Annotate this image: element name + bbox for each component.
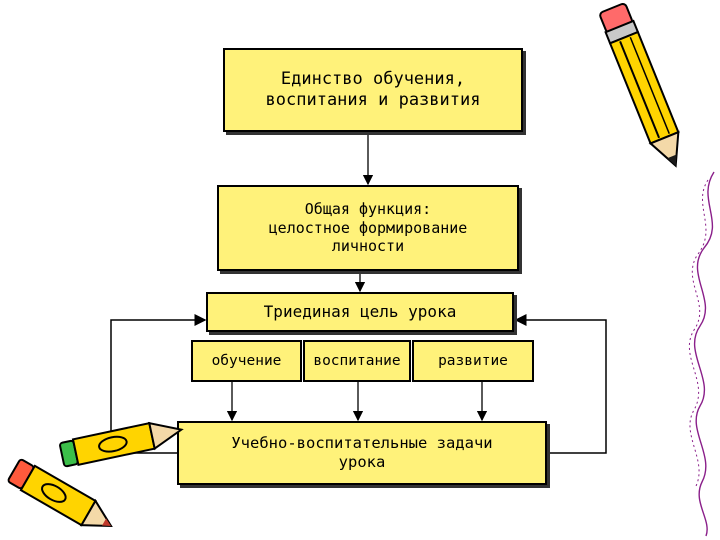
component-upbringing: воспитание <box>303 340 411 382</box>
component-development-text: развитие <box>438 352 508 369</box>
triune-goal-text: Триединая цель урока <box>263 302 457 321</box>
educational-tasks-text: Учебно-воспитательные задачи урока <box>231 433 493 471</box>
general-function-text: Общая функция: целостное формирование ли… <box>268 199 468 256</box>
general-function-box: Общая функция: целостное формирование ли… <box>217 185 519 271</box>
component-learning: обучение <box>191 340 302 382</box>
component-development: развитие <box>412 340 534 382</box>
educational-tasks-box: Учебно-воспитательные задачи урока <box>177 421 547 485</box>
unity-text: Единство обучения, воспитания и развития <box>265 68 481 110</box>
unity-box: Единство обучения, воспитания и развития <box>223 48 523 132</box>
component-upbringing-text: воспитание <box>313 352 401 369</box>
component-learning-text: обучение <box>211 352 282 369</box>
triune-goal-box: Триединая цель урока <box>206 292 514 332</box>
feedback-loop-right <box>514 314 607 454</box>
